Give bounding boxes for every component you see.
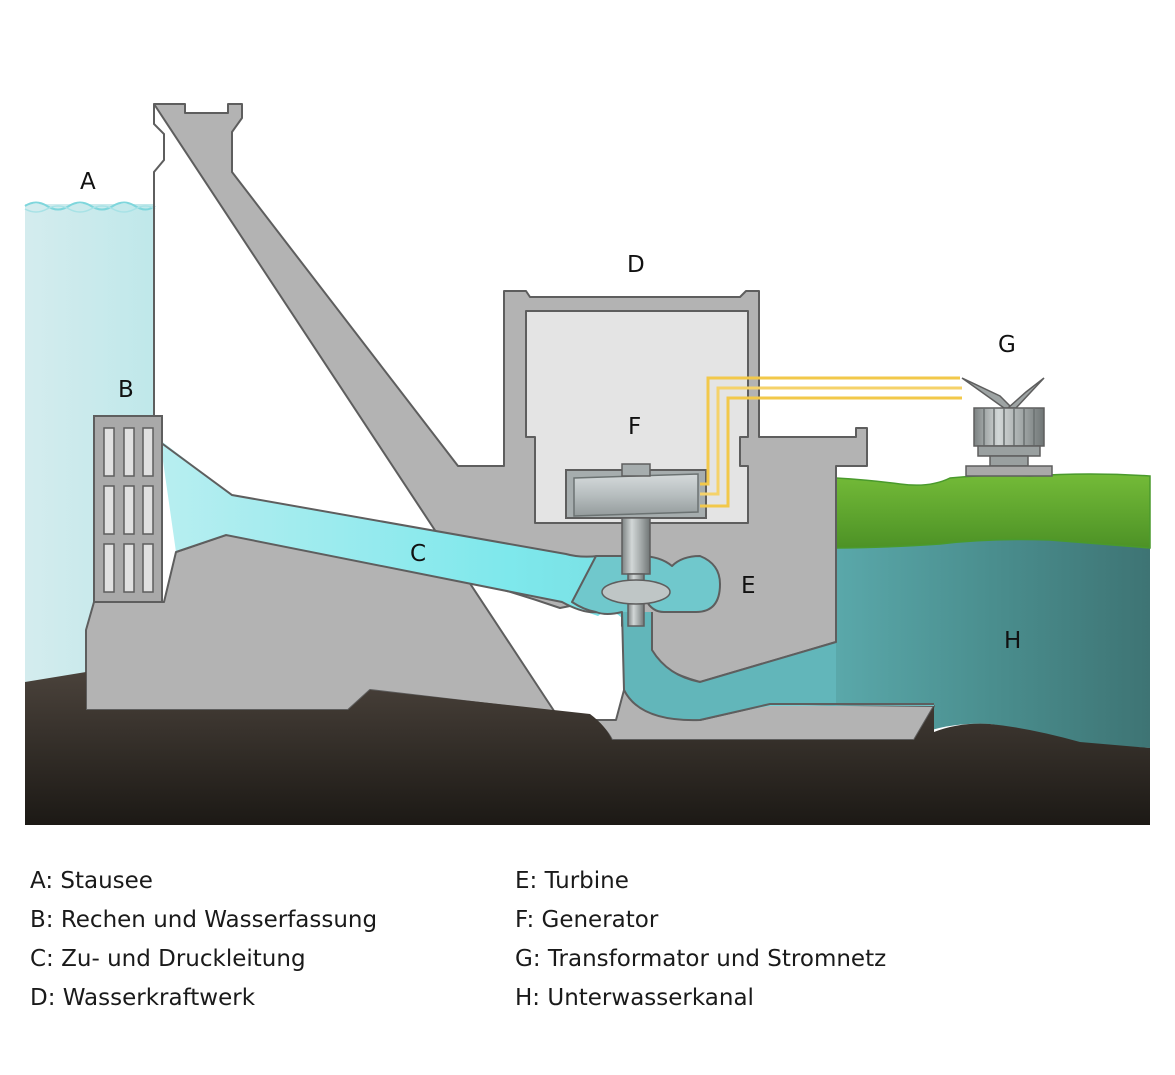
dam-crest-notch [153,104,165,416]
legend-item-a: A: Stausee [30,868,153,894]
label-a: A [80,169,96,195]
legend-item-d: D: Wasserkraftwerk [30,985,256,1011]
label-h: H [1004,628,1021,654]
reservoir-surface-waves-2 [24,205,156,213]
turbine-runner [601,579,671,605]
label-g: G [998,332,1016,358]
draft-tube-outline [651,612,837,684]
label-e: E [741,573,756,599]
legend-item-c: C: Zu- und Druckleitung [30,946,306,972]
label-d: D [627,252,645,278]
legend-item-b: B: Rechen und Wasserfassung [30,907,378,933]
intake-rack [93,415,163,603]
dam-body [85,103,935,741]
legend-item-e: E: Turbine [515,868,629,894]
legend-item-g: G: Transformator und Stromnetz [515,946,887,972]
penstock-upper-edge [159,441,599,558]
grass-bank [835,473,1151,549]
legend-right: E: Turbine F: Generator G: Transformator… [515,862,886,1018]
draft-tube-outline-lower [621,611,934,722]
legend-left: A: Stausee B: Rechen und Wasserfassung C… [30,862,377,1018]
label-b: B [118,377,134,403]
reservoir-surface-waves [24,201,156,211]
ground [25,672,1150,825]
penstock-pipe [160,440,934,721]
label-f: F [628,414,641,440]
label-c: C [410,541,426,567]
legend-item-f: F: Generator [515,907,659,933]
draft-tube [622,612,836,721]
power-lines [700,376,1152,508]
transformer [961,377,1053,477]
tailwater-canal [836,540,1150,748]
hydropower-diagram: A B C D E F G H [24,103,1152,825]
legend-item-h: H: Unterwasserkanal [515,985,754,1011]
